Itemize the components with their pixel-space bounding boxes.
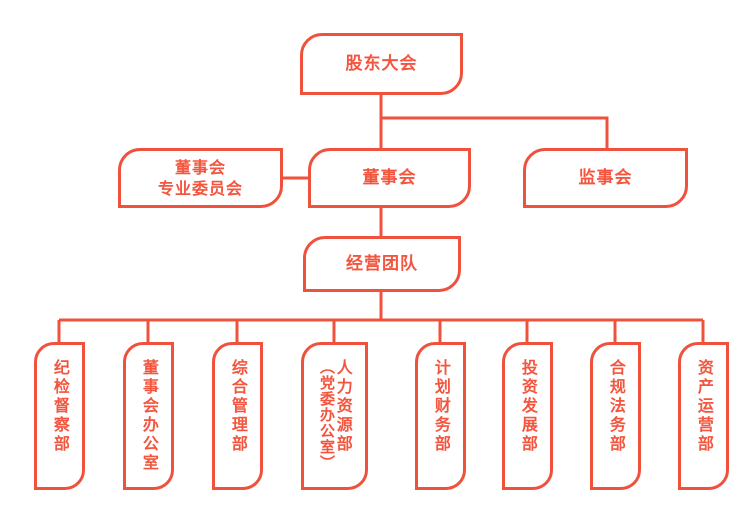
node-label: 董事会办公室 bbox=[139, 359, 159, 473]
node-board-committee[interactable]: 董事会 专业委员会 bbox=[118, 148, 283, 208]
node-management-team[interactable]: 经营团队 bbox=[303, 236, 461, 292]
node-label: 股东大会 bbox=[345, 53, 418, 74]
vertical-text-columns: 资产运营部 bbox=[694, 359, 714, 454]
node-board-of-supervisors[interactable]: 监事会 bbox=[523, 148, 688, 208]
node-shareholders-meeting[interactable]: 股东大会 bbox=[300, 33, 463, 95]
node-department-asset-operations[interactable]: 资产运营部 bbox=[678, 342, 729, 490]
node-label: 资产运营部 bbox=[694, 359, 714, 454]
vertical-text-columns: 合规法务部 bbox=[606, 359, 626, 454]
node-label: 监事会 bbox=[578, 167, 633, 188]
node-department-investment-development[interactable]: 投资发展部 bbox=[502, 342, 553, 490]
node-department-compliance-legal[interactable]: 合规法务部 bbox=[590, 342, 641, 490]
node-label: 人力资源部 bbox=[333, 359, 353, 454]
node-label: 合规法务部 bbox=[606, 359, 626, 454]
vertical-text-columns: 投资发展部 bbox=[518, 359, 538, 454]
node-label: 董事会 bbox=[362, 167, 417, 188]
vertical-text-columns: 计划财务部 bbox=[431, 359, 451, 454]
node-label: 计划财务部 bbox=[431, 359, 451, 454]
vertical-text-columns: 董事会办公室 bbox=[139, 359, 159, 473]
node-sublabel: （党委办公室） bbox=[317, 359, 336, 471]
connector-to-supervisors bbox=[381, 116, 609, 148]
node-department-discipline-inspection[interactable]: 纪检督察部 bbox=[34, 342, 85, 490]
vertical-text-columns: 纪检督察部 bbox=[50, 359, 70, 454]
node-department-general-management[interactable]: 综合管理部 bbox=[212, 342, 263, 490]
node-label: 纪检督察部 bbox=[50, 359, 70, 454]
node-department-planning-finance[interactable]: 计划财务部 bbox=[415, 342, 466, 490]
vertical-text-columns: 综合管理部 bbox=[228, 359, 248, 454]
node-label: 经营团队 bbox=[346, 253, 418, 274]
node-department-board-office[interactable]: 董事会办公室 bbox=[123, 342, 174, 490]
node-department-human-resources[interactable]: 人力资源部 （党委办公室） bbox=[301, 342, 368, 490]
node-label: 投资发展部 bbox=[518, 359, 538, 454]
node-label: 董事会 专业委员会 bbox=[157, 157, 243, 198]
node-label: 综合管理部 bbox=[228, 359, 248, 454]
node-board-of-directors[interactable]: 董事会 bbox=[308, 148, 471, 208]
vertical-text-columns: 人力资源部 （党委办公室） bbox=[317, 359, 353, 471]
